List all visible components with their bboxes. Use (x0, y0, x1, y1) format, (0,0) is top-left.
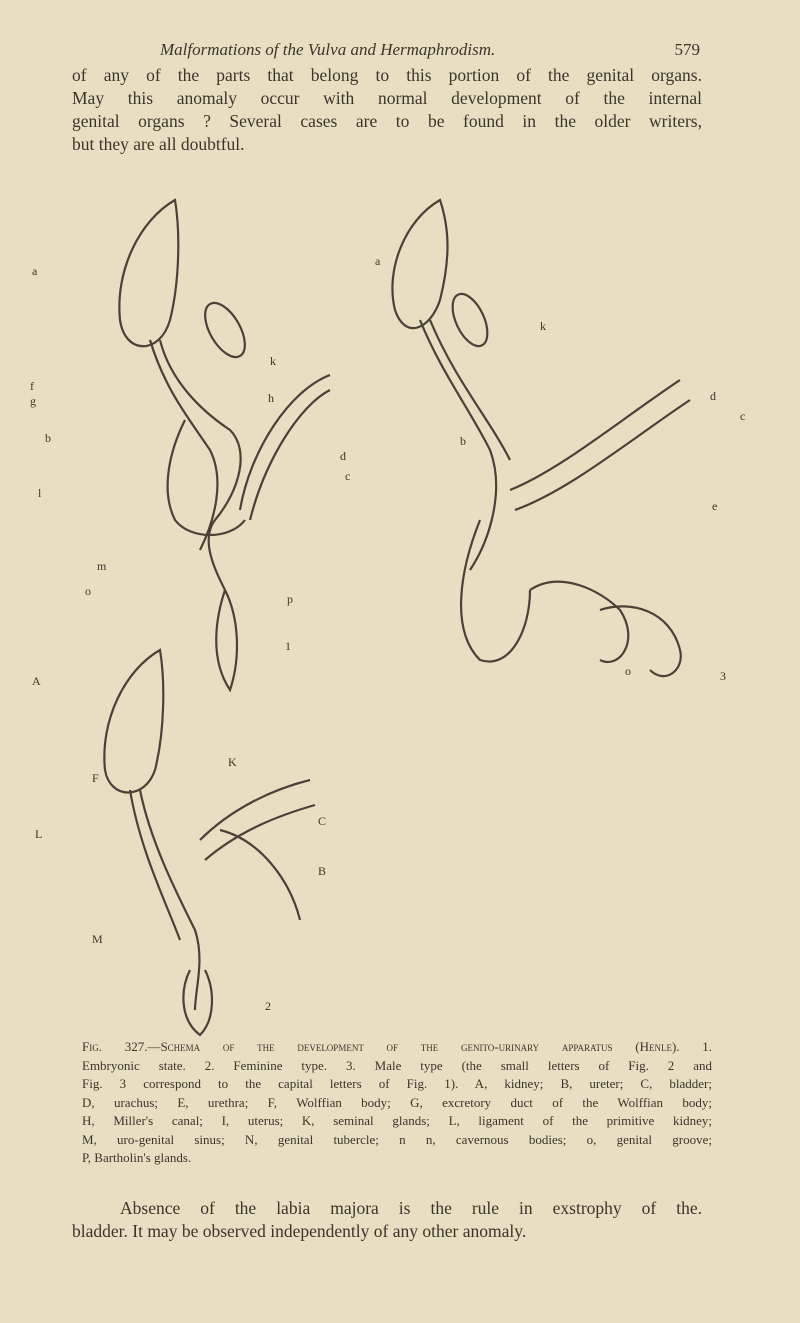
text-line: Absence of the labia majora is the rule … (120, 1198, 702, 1218)
text-line: bladder. It may be observed independentl… (72, 1221, 527, 1241)
anatomical-figure: 1 2 3 a k f g h b d c l m p o A K F L C … (30, 198, 745, 1037)
paragraph-bottom: Absence of the labia majora is the rule … (72, 1197, 702, 1243)
figure-label: d (710, 389, 716, 403)
figure-label: f (30, 379, 34, 393)
figure-label: c (740, 409, 745, 423)
caption-line: Embryonic state. 2. Feminine type. 3. Ma… (82, 1057, 712, 1073)
paragraph-top: of any of the parts that belong to this … (72, 64, 702, 156)
figure-number: 3 (720, 669, 726, 683)
figure-label: a (32, 264, 38, 278)
figure-label: p (287, 592, 293, 606)
text-line: May this anomaly occur with normal devel… (72, 88, 702, 108)
figure-number: 2 (265, 999, 271, 1013)
caption-line: D, urachus; E, urethra; F, Wolffian body… (82, 1094, 712, 1110)
figure-label: b (45, 431, 51, 445)
figure-number: 1 (285, 639, 291, 653)
figure-label: e (712, 499, 717, 513)
caption-line: Fig. 327.—Schema of the development of t… (82, 1039, 712, 1054)
figure-label: k (270, 354, 276, 368)
running-header: Malformations of the Vulva and Hermaphro… (160, 40, 700, 60)
text-line: of any of the parts that belong to this … (72, 65, 702, 85)
figure-label: m (97, 559, 107, 573)
running-title: Malformations of the Vulva and Hermaphro… (160, 40, 496, 59)
figure-caption: Fig. 327.—Schema of the development of t… (82, 1038, 712, 1168)
figure-2-drawing (103, 648, 316, 1037)
figure-label: B (318, 864, 326, 878)
figure-label: k (540, 319, 546, 333)
figure-label: F (92, 771, 99, 785)
figure-label: L (35, 827, 42, 841)
figure-label: g (30, 394, 36, 408)
caption-line: M, uro-genital sinus; N, genital tubercl… (82, 1131, 712, 1147)
text-line: but they are all doubtful. (72, 134, 245, 154)
text-line: genital organs ? Several cases are to be… (72, 111, 702, 131)
page-number: 579 (674, 40, 701, 59)
figure-label: A (32, 674, 41, 688)
figure-label: o (625, 664, 631, 678)
figure-label: b (460, 434, 466, 448)
figure-label: o (85, 584, 91, 598)
figure-label: d (340, 449, 346, 463)
figure-label: M (92, 932, 103, 946)
figure-label: a (375, 254, 381, 268)
figure-label: c (345, 469, 350, 483)
caption-line: H, Miller's canal; I, uterus; K, seminal… (82, 1113, 712, 1128)
caption-line: P, Bartholin's glands. (82, 1150, 192, 1165)
caption-line: Fig. 3 correspond to the capital letters… (82, 1076, 712, 1091)
figure-label: h (268, 391, 274, 405)
figure-1-drawing (118, 198, 331, 693)
figure-3-drawing (391, 198, 691, 678)
figure-labels: 1 2 3 a k f g h b d c l m p o A K F L C … (30, 254, 745, 1013)
figure-label: l (38, 486, 42, 500)
figure-label: K (228, 755, 237, 769)
figure-label: C (318, 814, 326, 828)
